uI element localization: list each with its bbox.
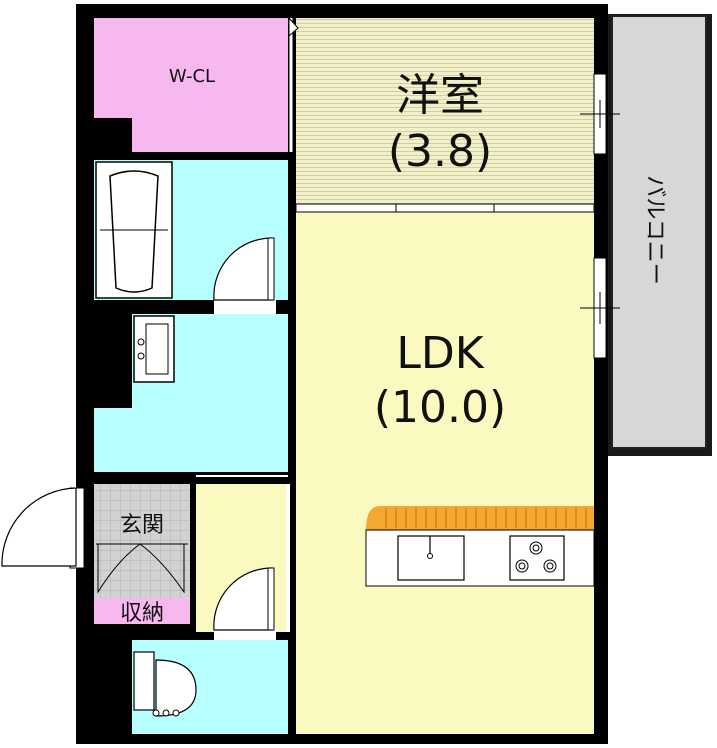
bathroom	[94, 160, 288, 300]
bathtub-icon	[95, 161, 173, 299]
western-room-size: (3.8)	[388, 126, 492, 177]
western-room-label: 洋室	[396, 70, 484, 121]
western-sliding-door	[295, 203, 595, 213]
bathroom-door	[213, 237, 276, 314]
storage-label: 収納	[120, 601, 164, 626]
western-room: 洋室 (3.8)	[296, 18, 594, 204]
front-door	[1, 487, 85, 569]
balcony-label: バルコニー	[642, 175, 667, 285]
washroom	[94, 314, 288, 472]
storage: 収納	[94, 598, 190, 626]
wcl-label: W-CL	[169, 66, 215, 87]
ldk-size: (10.0)	[374, 382, 506, 433]
interior-trims	[196, 475, 289, 632]
kitchen-counter	[365, 506, 595, 587]
entrance: 玄関	[94, 484, 190, 598]
closet-door-marker	[288, 16, 299, 38]
shoe-cabinet-doors	[96, 543, 188, 594]
toilet-door	[213, 567, 276, 640]
walk-in-closet: W-CL	[94, 18, 288, 152]
entrance-label: 玄関	[120, 513, 164, 538]
washbasin-icon	[133, 315, 175, 383]
toilet-room	[132, 640, 288, 734]
ldk-label: LDK	[396, 328, 484, 379]
balcony: バルコニー	[604, 14, 712, 456]
sink-icon	[397, 535, 465, 581]
ldk-room: LDK (10.0)	[296, 212, 594, 734]
windows	[580, 73, 620, 359]
stove-icon	[509, 535, 565, 581]
toilet-icon	[133, 651, 197, 717]
